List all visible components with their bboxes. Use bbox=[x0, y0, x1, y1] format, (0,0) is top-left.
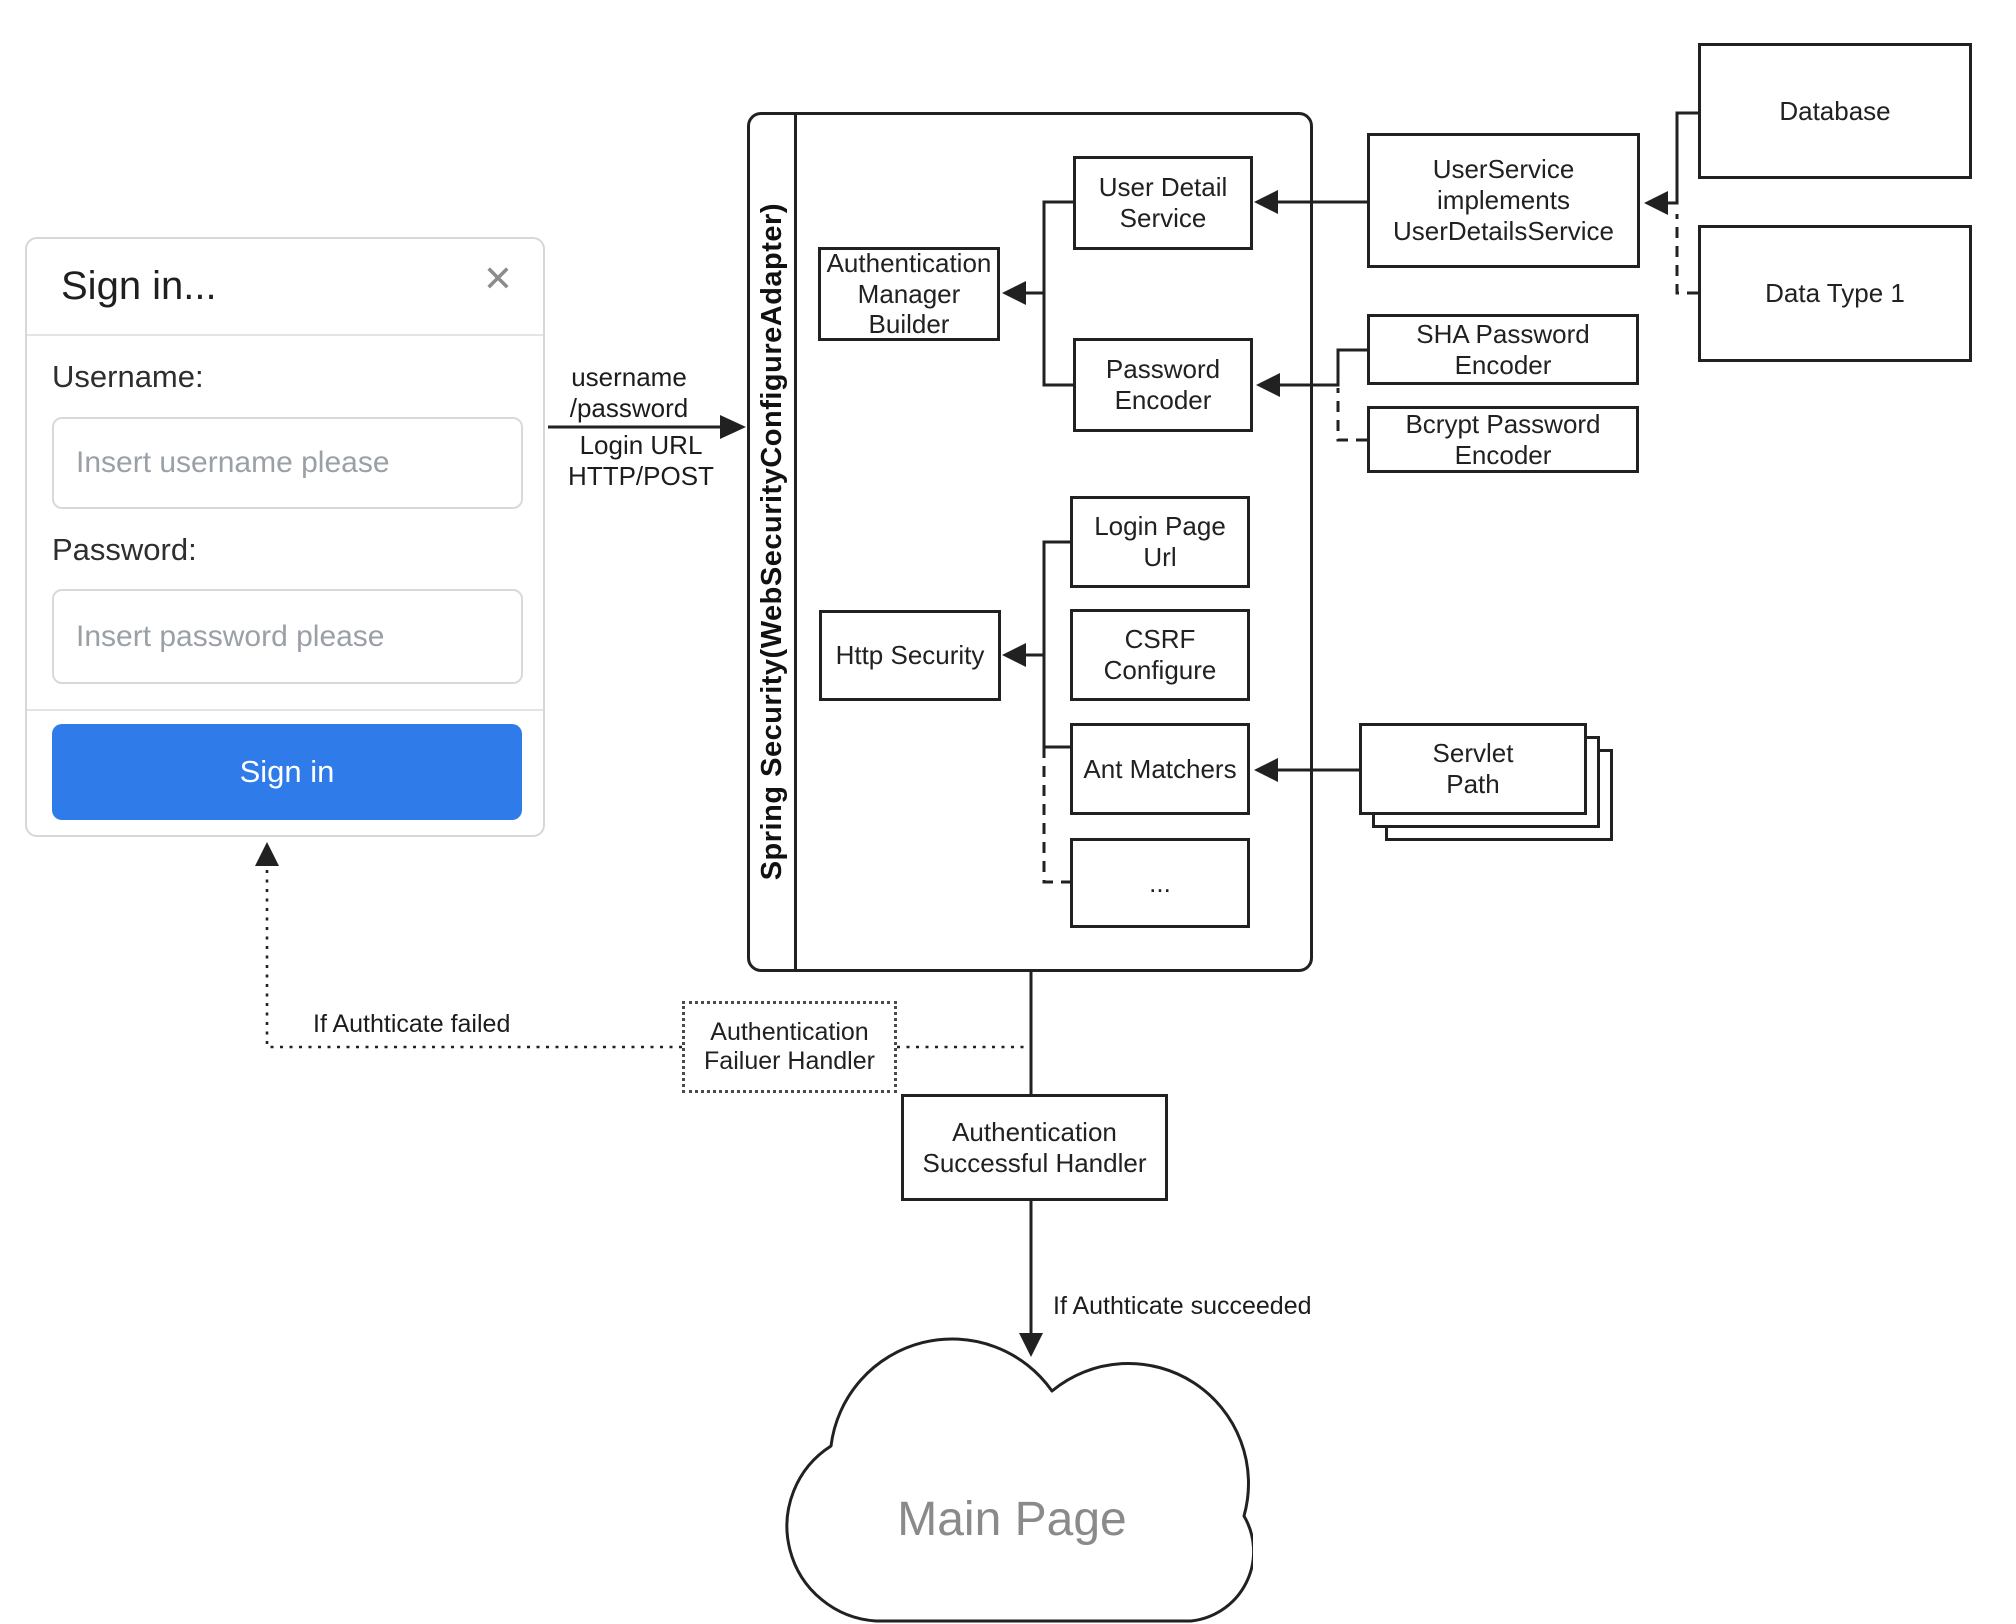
username-input[interactable] bbox=[52, 417, 523, 509]
node-more: ... bbox=[1070, 838, 1250, 928]
node-bcrypt-password-encoder: Bcrypt Password Encoder bbox=[1367, 406, 1639, 473]
main-page-label: Main Page bbox=[897, 1493, 1127, 1546]
modal-title: Sign in... bbox=[61, 264, 217, 308]
spring-security-container: Spring Security(WebSecurityConfigureAdap… bbox=[747, 112, 1313, 972]
node-servlet-path: Servlet Path bbox=[1359, 723, 1587, 815]
node-http-security: Http Security bbox=[819, 610, 1001, 701]
node-login-page-url: Login Page Url bbox=[1070, 496, 1250, 588]
sign-in-button[interactable]: Sign in bbox=[52, 724, 522, 820]
node-database: Database bbox=[1698, 43, 1972, 179]
cloud-shape bbox=[785, 1337, 1256, 1623]
edge-sha bbox=[1280, 348, 1367, 387]
node-sha-password-encoder: SHA Password Encoder bbox=[1367, 314, 1639, 385]
password-label: Password: bbox=[52, 532, 197, 567]
container-title: Spring Security(WebSecurityConfigureAdap… bbox=[755, 203, 788, 881]
node-csrf-configure: CSRF Configure bbox=[1070, 609, 1250, 701]
signin-modal: Sign in... ✕ Username: Password: Sign in bbox=[25, 237, 545, 837]
label-if-failed: If Authticate failed bbox=[313, 1010, 511, 1038]
node-auth-success-handler: Authentication Successful Handler bbox=[901, 1094, 1168, 1201]
label-username-password: username /password bbox=[569, 362, 689, 423]
node-password-encoder: Password Encoder bbox=[1073, 338, 1253, 432]
edge-database bbox=[1668, 111, 1698, 205]
password-input[interactable] bbox=[52, 589, 523, 684]
label-login-url: Login URL HTTP/POST bbox=[568, 430, 714, 491]
node-ant-matchers: Ant Matchers bbox=[1070, 723, 1250, 815]
main-page-cloud: Main Page bbox=[771, 1336, 1256, 1624]
edge-http-tree-dashed bbox=[1042, 747, 1070, 884]
modal-divider bbox=[27, 709, 543, 711]
edge-http-tree bbox=[1042, 540, 1070, 749]
node-auth-failure-handler: Authentication Failuer Handler bbox=[682, 1001, 897, 1093]
node-data-type-1: Data Type 1 bbox=[1698, 225, 1972, 362]
node-auth-manager-builder: Authentication Manager Builder bbox=[818, 247, 1000, 341]
label-if-succeeded: If Authticate succeeded bbox=[1053, 1292, 1312, 1320]
edge-datatype bbox=[1675, 214, 1698, 295]
modal-header: Sign in... ✕ bbox=[27, 239, 543, 336]
container-title-strip: Spring Security(WebSecurityConfigureAdap… bbox=[750, 115, 797, 969]
edge-bcrypt bbox=[1336, 388, 1367, 442]
arrowheads bbox=[255, 190, 1668, 1357]
node-user-service: UserService implements UserDetailsServic… bbox=[1367, 133, 1640, 268]
close-icon[interactable]: ✕ bbox=[482, 258, 513, 299]
node-user-detail-service: User Detail Service bbox=[1073, 156, 1253, 250]
username-label: Username: bbox=[52, 359, 204, 394]
